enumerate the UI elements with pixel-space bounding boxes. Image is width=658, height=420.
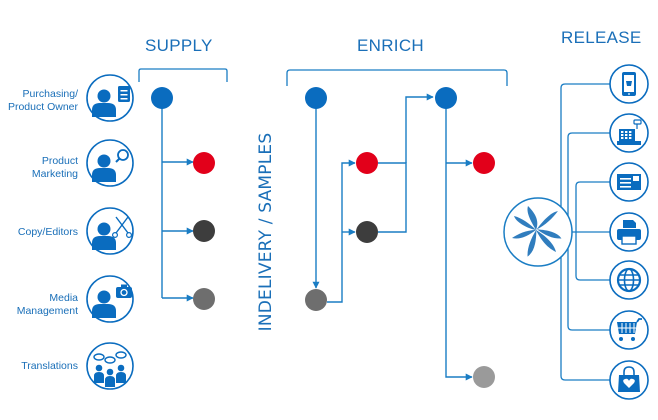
shopping-bag-heart-icon	[618, 366, 640, 392]
person-magnifier-icon	[86, 139, 134, 187]
role-label-purchasing: Purchasing/ Product Owner	[7, 88, 78, 113]
enrich-node-merge	[435, 87, 457, 109]
supply-flow	[161, 98, 194, 302]
envelope-icon	[617, 174, 641, 190]
supply-node-red	[193, 152, 215, 174]
person-scissors-icon	[86, 207, 134, 255]
role-label-editors: Copy/Editors	[17, 226, 78, 238]
release-channel-retail	[609, 360, 649, 400]
section-title-enrich: ENRICH	[357, 36, 424, 55]
cash-register-icon	[617, 119, 642, 145]
role-label-translations: Translations	[21, 360, 78, 372]
enrich-node-light	[473, 366, 495, 388]
smartphone-cart-icon	[622, 72, 636, 96]
section-title-release: RELEASE	[561, 28, 642, 47]
enrich-flow	[312, 93, 473, 381]
enrich-node-start	[305, 87, 327, 109]
release-channel-web	[609, 260, 649, 300]
person-document-icon	[86, 74, 134, 122]
role-label-marketing: Product Marketing	[31, 155, 78, 180]
release-channel-point-of-sale	[609, 113, 649, 153]
section-title-supply: SUPPLY	[145, 36, 213, 55]
supply-node-start	[151, 87, 173, 109]
release-channel-mobile-shop	[609, 64, 649, 104]
release-channel-online-shop	[609, 310, 649, 350]
release-channel-print	[609, 212, 649, 252]
globe-icon	[616, 267, 642, 293]
release-channel-mailing	[609, 162, 649, 202]
supply-node-dark	[193, 220, 215, 242]
shopping-cart-icon	[617, 318, 642, 341]
role-label-media: Media Management	[16, 292, 78, 317]
pinwheel-logo-icon	[512, 206, 562, 257]
enrich-node-red	[356, 152, 378, 174]
supply-node-gray	[193, 288, 215, 310]
group-speech-icon	[86, 342, 134, 390]
enrich-node-samples	[305, 289, 327, 311]
enrich-bracket	[286, 69, 508, 86]
enrich-node-dark	[356, 221, 378, 243]
hub	[503, 197, 573, 267]
supply-bracket	[138, 68, 228, 82]
person-camera-icon	[86, 275, 134, 323]
printer-icon	[617, 220, 641, 245]
enrich-node-red-2	[473, 152, 495, 174]
